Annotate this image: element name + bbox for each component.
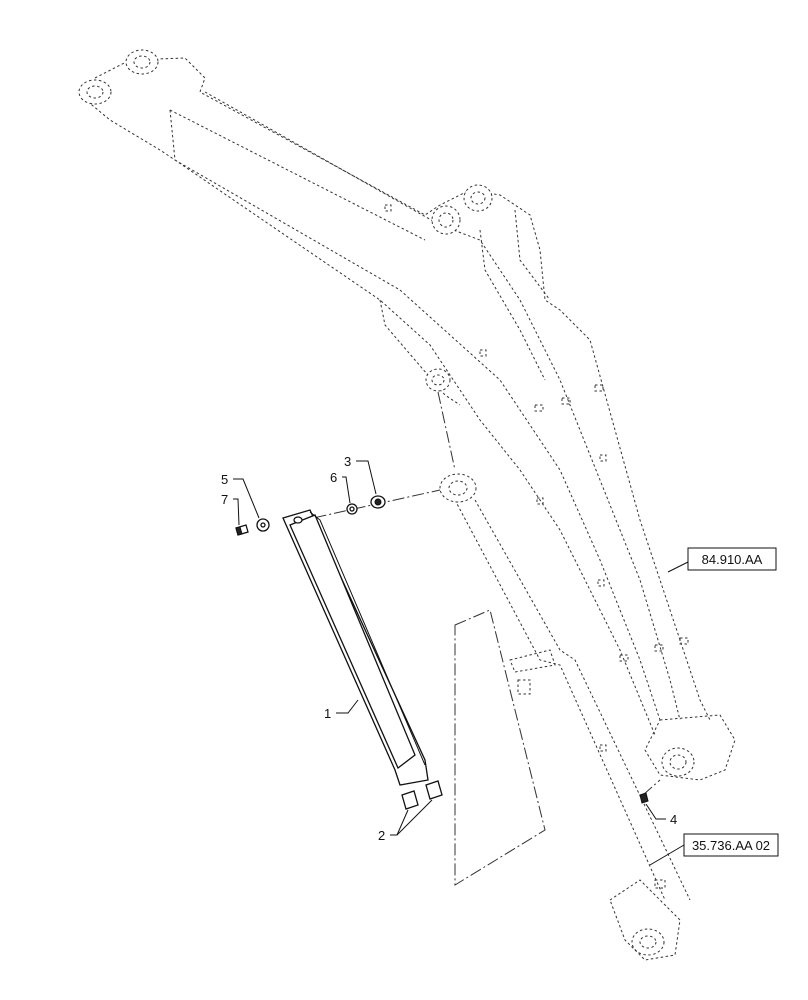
callout-2: 2 (378, 799, 433, 843)
bolt-part[interactable] (235, 524, 249, 536)
lube-centerline (642, 779, 661, 796)
callout-2-label: 2 (378, 828, 385, 843)
hardware-centerline (294, 489, 441, 523)
callout-4-label: 4 (670, 812, 677, 827)
callout-4: 4 (645, 803, 677, 827)
callout-5: 5 (221, 472, 260, 519)
washer-part-5[interactable] (256, 518, 270, 532)
hose-region-outline (454, 609, 546, 886)
guard-part[interactable] (282, 509, 429, 786)
callout-5-label: 5 (221, 472, 228, 487)
cylinder-structure (439, 473, 691, 961)
washer-part-6[interactable] (346, 503, 358, 515)
callout-6-label: 6 (330, 470, 337, 485)
pin-centerline (437, 391, 456, 471)
callout-1-label: 1 (324, 706, 331, 721)
reference-boom[interactable]: 84.910.AA (667, 547, 777, 573)
bushing-part[interactable] (370, 495, 386, 509)
grease-fitting-part[interactable] (639, 792, 649, 804)
boom-structure (78, 49, 736, 781)
callout-7: 7 (221, 492, 240, 526)
callout-3: 3 (344, 454, 377, 495)
spacer-parts[interactable] (401, 780, 443, 810)
callout-1: 1 (324, 699, 359, 721)
reference-boom-label: 84.910.AA (702, 552, 763, 567)
callout-3-label: 3 (344, 454, 351, 469)
callout-7-label: 7 (221, 492, 228, 507)
reference-cylinder-label: 35.736.AA 02 (692, 838, 770, 853)
reference-cylinder[interactable]: 35.736.AA 02 (649, 833, 779, 866)
callout-6: 6 (330, 470, 351, 504)
